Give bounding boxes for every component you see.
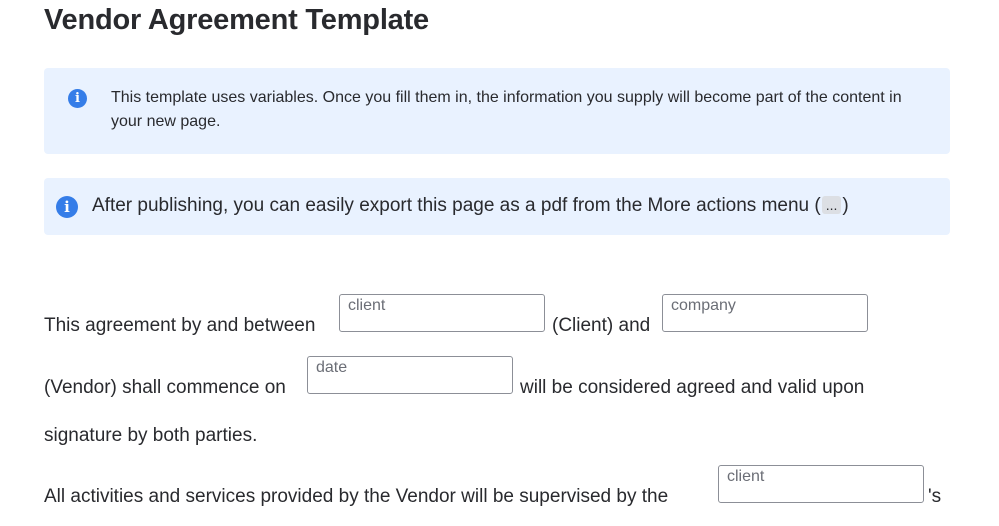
export-info-panel: i After publishing, you can easily expor… bbox=[44, 178, 950, 235]
export-info-text-before: After publishing, you can easily export … bbox=[92, 195, 821, 216]
more-actions-chip: ... bbox=[821, 196, 842, 214]
page-title: Vendor Agreement Template bbox=[44, 4, 429, 36]
export-info-text-after: ) bbox=[842, 195, 849, 216]
date-variable-input[interactable] bbox=[307, 356, 513, 394]
client-variable-input[interactable] bbox=[339, 294, 545, 332]
info-icon: i bbox=[68, 89, 87, 108]
info-icon: i bbox=[56, 196, 78, 218]
agreement-line3: signature by both parties. bbox=[44, 425, 258, 446]
agreement-line1-middle: (Client) and bbox=[552, 315, 651, 336]
supervisor-client-variable-input[interactable] bbox=[718, 465, 924, 503]
export-info-text: After publishing, you can easily export … bbox=[92, 193, 849, 219]
company-variable-input[interactable] bbox=[662, 294, 868, 332]
agreement-line2-prefix: (Vendor) shall commence on bbox=[44, 377, 286, 398]
agreement-line1-prefix: This agreement by and between bbox=[44, 315, 316, 336]
agreement-line4-suffix: 's bbox=[928, 486, 942, 507]
agreement-line2-suffix: will be considered agreed and valid upon bbox=[520, 377, 865, 398]
variables-info-panel: i This template uses variables. Once you… bbox=[44, 68, 950, 154]
agreement-line4-prefix: All activities and services provided by … bbox=[44, 486, 669, 507]
variables-info-text: This template uses variables. Once you f… bbox=[111, 89, 902, 130]
